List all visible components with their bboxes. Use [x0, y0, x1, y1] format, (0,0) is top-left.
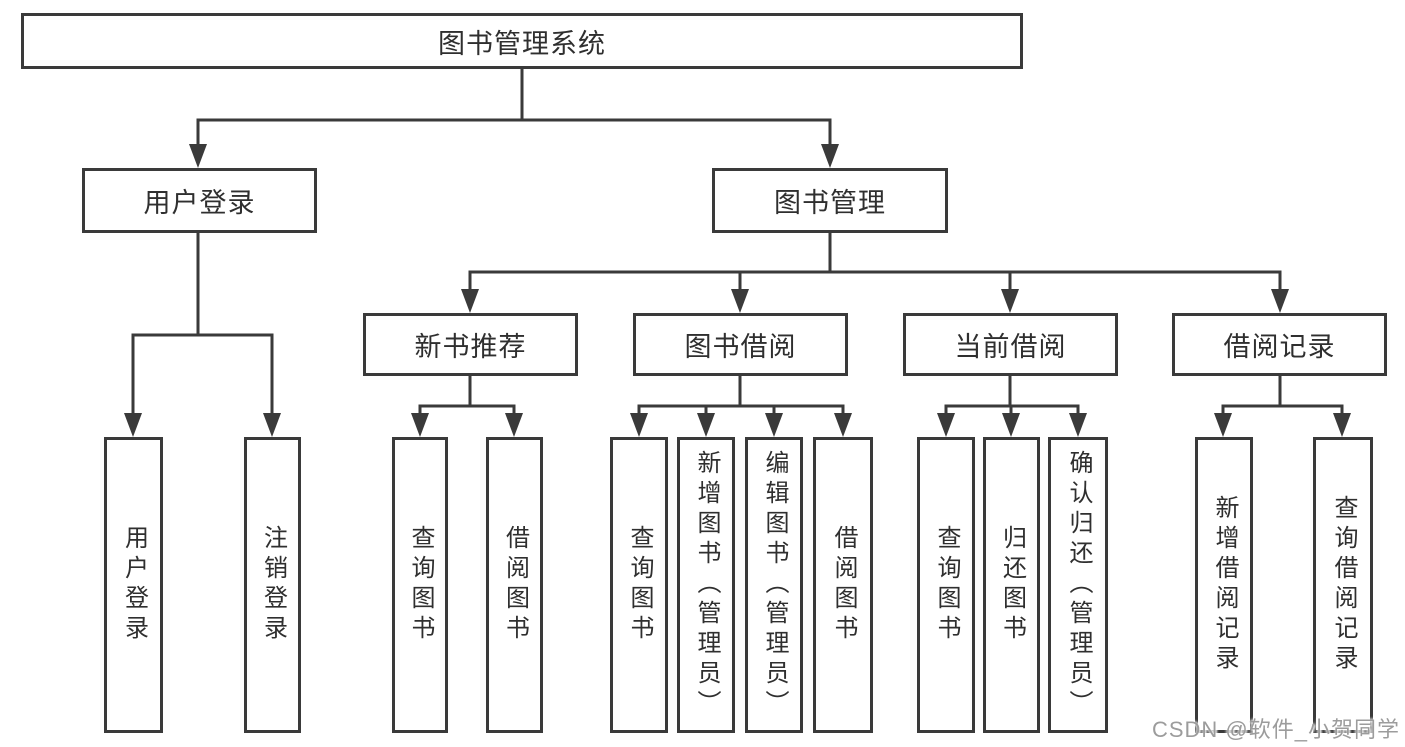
- leaf-label: 新增图书（管理员）: [693, 450, 720, 720]
- arrowhead: [189, 144, 207, 168]
- leaf-label: 确认归还（管理员）: [1065, 450, 1092, 720]
- connector-borrow-bar: [637, 404, 845, 415]
- arrowhead: [1001, 289, 1019, 313]
- leaf-edit-book-admin: 编辑图书（管理员）: [745, 437, 803, 733]
- leaf-label: 查询图书: [626, 525, 653, 645]
- arrowhead: [1271, 289, 1289, 313]
- leaf-label: 查询借阅记录: [1330, 495, 1357, 675]
- leaf-query-borrow-record: 查询借阅记录: [1313, 437, 1373, 733]
- arrowhead: [630, 413, 648, 437]
- leaf-query-books-current: 查询图书: [917, 437, 975, 733]
- connector-newbook-bar: [418, 404, 516, 415]
- arrowhead: [937, 413, 955, 437]
- arrowhead: [765, 413, 783, 437]
- leaf-query-books-borrow: 查询图书: [610, 437, 668, 733]
- connector-records-bar: [1221, 404, 1344, 415]
- leaf-logout: 注销登录: [244, 437, 301, 733]
- arrowhead: [1069, 413, 1087, 437]
- arrowhead: [1002, 413, 1020, 437]
- leaf-add-borrow-record: 新增借阅记录: [1195, 437, 1253, 733]
- node-label: 当前借阅: [954, 332, 1067, 362]
- leaf-label: 归还图书: [998, 525, 1026, 645]
- arrowhead: [731, 289, 749, 313]
- node-label: 图书管理: [774, 188, 886, 218]
- leaf-confirm-return-admin: 确认归还（管理员）: [1048, 437, 1108, 733]
- node-borrow-records: 借阅记录: [1172, 313, 1387, 376]
- leaf-user-login: 用户登录: [104, 437, 163, 733]
- node-root: 图书管理系统: [21, 13, 1023, 69]
- node-book-management: 图书管理: [712, 168, 948, 233]
- leaf-query-books-recommend: 查询图书: [392, 437, 448, 733]
- arrowhead: [124, 413, 142, 437]
- node-label: 用户登录: [143, 188, 256, 218]
- leaf-return-book: 归还图书: [983, 437, 1040, 733]
- leaf-borrow-books-recommend: 借阅图书: [486, 437, 543, 733]
- node-root-label: 图书管理系统: [438, 28, 606, 59]
- connector-level2-bar: [196, 118, 832, 146]
- arrowhead: [1333, 413, 1351, 437]
- connector-level3-bar: [468, 270, 1282, 292]
- leaf-borrow-books-2: 借阅图书: [813, 437, 873, 733]
- leaf-label: 注销登录: [259, 525, 287, 645]
- leaf-label: 查询图书: [407, 525, 434, 645]
- leaf-label: 借阅图书: [501, 525, 529, 645]
- leaf-label: 查询图书: [933, 525, 960, 645]
- watermark: CSDN @软件_小贺同学: [1151, 717, 1400, 742]
- leaf-label: 借阅图书: [830, 525, 857, 645]
- leaf-label: 用户登录: [120, 525, 148, 645]
- arrowhead: [697, 413, 715, 437]
- arrowhead: [821, 144, 839, 168]
- arrowhead: [834, 413, 852, 437]
- node-book-borrow: 图书借阅: [633, 313, 848, 376]
- connector-userlogin-bar: [131, 333, 274, 415]
- node-new-book-recommend: 新书推荐: [363, 313, 578, 376]
- arrowhead: [1214, 413, 1232, 437]
- node-label: 借阅记录: [1223, 332, 1336, 362]
- node-current-borrow: 当前借阅: [903, 313, 1118, 376]
- node-user-login: 用户登录: [82, 168, 317, 233]
- arrowhead: [505, 413, 523, 437]
- leaf-label: 新增借阅记录: [1211, 495, 1238, 675]
- leaf-add-book-admin: 新增图书（管理员）: [677, 437, 735, 733]
- arrowhead: [461, 289, 479, 313]
- arrowhead: [411, 413, 429, 437]
- arrowhead: [263, 413, 281, 437]
- leaf-label: 编辑图书（管理员）: [761, 450, 788, 720]
- node-label: 图书借阅: [684, 332, 797, 362]
- node-label: 新书推荐: [414, 332, 527, 362]
